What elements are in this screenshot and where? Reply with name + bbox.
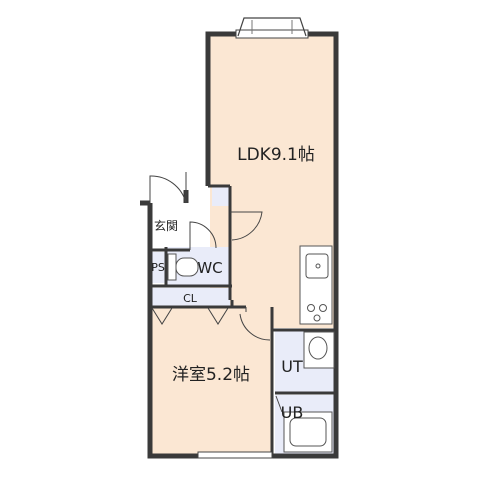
window-bay-inner [251,20,293,34]
corridor-wet [212,186,230,206]
entrance-label: 玄関 [154,218,178,233]
kitchen-counter [299,245,333,325]
room-labels: LDK9.1帖 洋室5.2帖 玄関 PS WC CL UT UB [151,145,315,422]
stove-burner-3 [313,314,321,322]
closet-floor [150,288,230,306]
window-bottom-frame [197,451,273,459]
walls [140,31,339,459]
bathtub [283,411,333,453]
ps-floor [150,252,166,283]
ps-label: PS [151,261,165,274]
entrance-floor [150,203,190,250]
wc-label: WC [197,259,222,277]
toilet-bowl [175,257,199,277]
ut-label: UT [281,357,303,376]
ub-label: UB [281,403,304,422]
doors [149,172,283,413]
sink-bowl [305,253,329,279]
window-frame [235,29,309,39]
ldk-label: LDK9.1帖 [237,145,315,165]
washbasin-bowl [308,336,328,360]
toilet-tank [167,253,177,281]
fixtures [167,245,335,453]
entrance-top-wall [140,190,189,206]
entrance-door-swing [149,175,187,204]
western-top-wall [150,300,246,309]
western-door-swing [239,307,271,341]
sink-drain [315,263,321,269]
stove-burner-1 [307,304,315,312]
wc-door-swing [189,221,217,250]
western-room-floor [150,308,272,454]
room-fills [150,36,334,454]
window-bay [237,17,307,37]
ldk-outer-wall [205,31,339,459]
stove-burner-2 [319,304,327,312]
window-bottom [197,451,273,459]
ldk-door-swing [230,211,263,241]
ut-door [275,395,283,413]
western-room-label: 洋室5.2帖 [172,365,250,385]
cl-label: CL [183,292,198,305]
bathtub-inner [289,417,327,447]
closet-doors [151,307,229,325]
window-top [235,17,309,39]
